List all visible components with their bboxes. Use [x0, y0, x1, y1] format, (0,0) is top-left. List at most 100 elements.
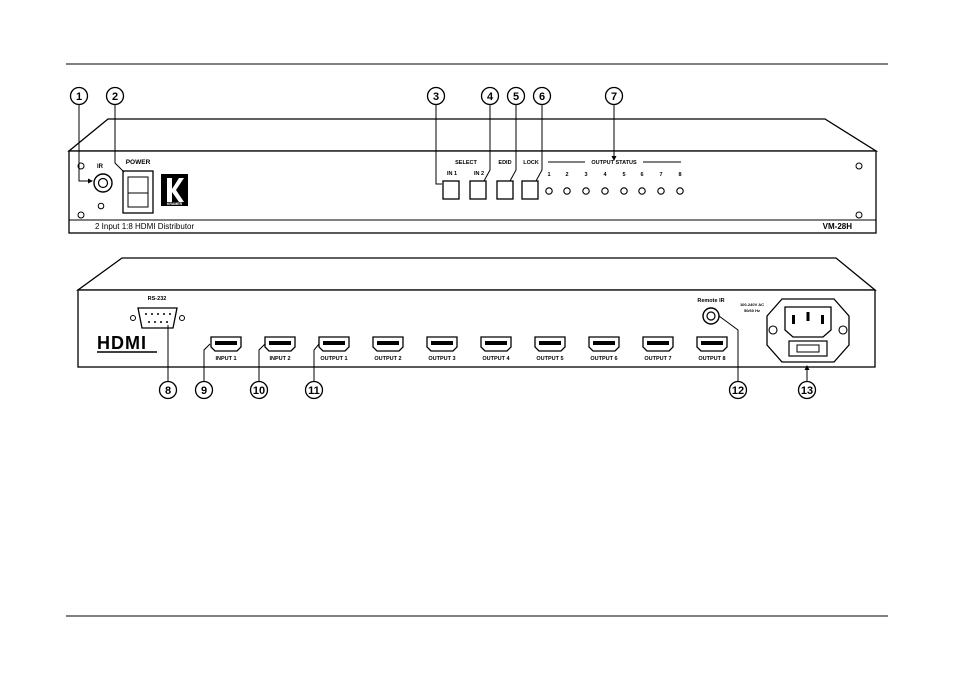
- in1-select-button[interactable]: [442, 180, 460, 200]
- output-status-led: [657, 187, 665, 195]
- ir-indicator: [97, 202, 105, 210]
- fuse-holder[interactable]: [788, 340, 828, 357]
- kramer-logo-k: [167, 178, 184, 202]
- callout-11-leader: [313, 343, 320, 381]
- port-label: OUTPUT 8: [698, 356, 725, 362]
- hdmi-port-output-8[interactable]: OUTPUT 8: [696, 336, 728, 362]
- led-number: 3: [584, 172, 587, 178]
- led-number: 2: [565, 172, 568, 178]
- screw-hole: [77, 211, 85, 219]
- callout-1-leader: [78, 104, 91, 182]
- callout-5-leader: [509, 104, 517, 182]
- model-name: VM-28H: [823, 222, 853, 231]
- hdmi-port-inner: [647, 341, 669, 345]
- output-status-led: [563, 187, 571, 195]
- ac-pin: [806, 312, 810, 321]
- ac-pin: [821, 315, 824, 324]
- output-status-led: [638, 187, 646, 195]
- front-chassis-top: [67, 118, 879, 152]
- ac-pin: [792, 315, 795, 324]
- callout-7-arrow: [611, 156, 617, 161]
- svg-text:1: 1: [76, 91, 82, 103]
- svg-text:8: 8: [165, 385, 171, 397]
- callout-7: 7: [604, 86, 624, 106]
- in2-label: IN 2: [474, 171, 484, 177]
- screw-hole: [855, 211, 863, 219]
- ir-label: IR: [97, 164, 104, 170]
- ir-sensor-inner: [97, 177, 109, 189]
- port-label: OUTPUT 6: [590, 356, 617, 362]
- svg-text:5: 5: [513, 91, 519, 103]
- product-name: 2 Input 1:8 HDMI Distributor: [95, 222, 194, 231]
- ac-power-inlet[interactable]: [766, 298, 850, 363]
- remote-ir-jack-inner: [706, 311, 716, 321]
- hdmi-port-output-7[interactable]: OUTPUT 7: [642, 336, 674, 362]
- callout-3: 3: [426, 86, 446, 106]
- hdmi-port-inner: [269, 341, 291, 345]
- callout-5: 5: [506, 86, 526, 106]
- in2-select-button[interactable]: [469, 180, 487, 200]
- port-label: OUTPUT 3: [428, 356, 455, 362]
- callout-10: 10: [249, 380, 269, 400]
- lock-button[interactable]: [521, 180, 539, 200]
- remote-ir-label: Remote IR: [697, 298, 724, 304]
- ac-inlet-screw: [768, 325, 778, 335]
- rear-chassis-top: [76, 257, 877, 291]
- hdmi-port-inner: [701, 341, 723, 345]
- port-label: INPUT 2: [269, 356, 290, 362]
- edid-button[interactable]: [496, 180, 514, 200]
- output-status-led: [545, 187, 553, 195]
- svg-text:10: 10: [253, 385, 265, 397]
- hdmi-port-inner: [593, 341, 615, 345]
- hdmi-port-input-1[interactable]: INPUT 1: [210, 336, 242, 362]
- callout-10-leader: [258, 343, 266, 381]
- hdmi-port-inner: [377, 341, 399, 345]
- port-label: OUTPUT 2: [374, 356, 401, 362]
- svg-text:4: 4: [487, 91, 494, 103]
- select-label: SELECT: [455, 160, 477, 166]
- callout-1-arrow: [88, 178, 93, 184]
- led-number: 5: [622, 172, 625, 178]
- svg-text:6: 6: [539, 91, 545, 103]
- callout-3-leader: [435, 104, 442, 185]
- hdmi-port-inner: [539, 341, 561, 345]
- output-status-led: [601, 187, 609, 195]
- power-spec-line2: 50/60 Hz: [744, 308, 760, 313]
- rs232-screw: [130, 315, 136, 321]
- hdmi-port-output-5[interactable]: OUTPUT 5: [534, 336, 566, 362]
- callout-4-leader: [483, 104, 491, 182]
- hdmi-port-output-6[interactable]: OUTPUT 6: [588, 336, 620, 362]
- hdmi-port-output-4[interactable]: OUTPUT 4: [480, 336, 512, 362]
- in1-label: IN 1: [447, 171, 457, 177]
- svg-text:2: 2: [112, 91, 118, 103]
- callout-6-leader: [535, 104, 543, 182]
- svg-text:11: 11: [308, 385, 320, 397]
- svg-text:12: 12: [732, 385, 744, 397]
- callout-1: 1: [69, 86, 89, 106]
- callout-11: 11: [304, 380, 324, 400]
- led-number: 8: [678, 172, 681, 178]
- port-label: OUTPUT 7: [644, 356, 671, 362]
- hdmi-logo: HDMI: [97, 333, 147, 353]
- hdmi-port-output-3[interactable]: OUTPUT 3: [426, 336, 458, 362]
- power-label: POWER: [126, 159, 151, 166]
- callout-2: 2: [105, 86, 125, 106]
- screw-hole: [77, 162, 85, 170]
- front-panel: IR POWER KRAMER SELECT IN 1 IN 2 EDID LO…: [67, 118, 879, 234]
- hdmi-port-output-1[interactable]: OUTPUT 1: [318, 336, 350, 362]
- callout-4: 4: [480, 86, 500, 106]
- rs232-port[interactable]: [137, 307, 178, 329]
- power-spec-line1: 100-240V AC: [740, 302, 764, 307]
- callout-13-arrow: [804, 365, 810, 370]
- hdmi-port-input-2[interactable]: INPUT 2: [264, 336, 296, 362]
- hdmi-port-output-2[interactable]: OUTPUT 2: [372, 336, 404, 362]
- hdmi-port-inner: [431, 341, 453, 345]
- callout-8: 8: [158, 380, 178, 400]
- led-number: 1: [547, 172, 550, 178]
- port-label: INPUT 1: [215, 356, 236, 362]
- kramer-logo-text: KRAMER: [167, 202, 183, 206]
- rs232-screw: [179, 315, 185, 321]
- callout-12: 12: [728, 380, 748, 400]
- screw-hole: [855, 162, 863, 170]
